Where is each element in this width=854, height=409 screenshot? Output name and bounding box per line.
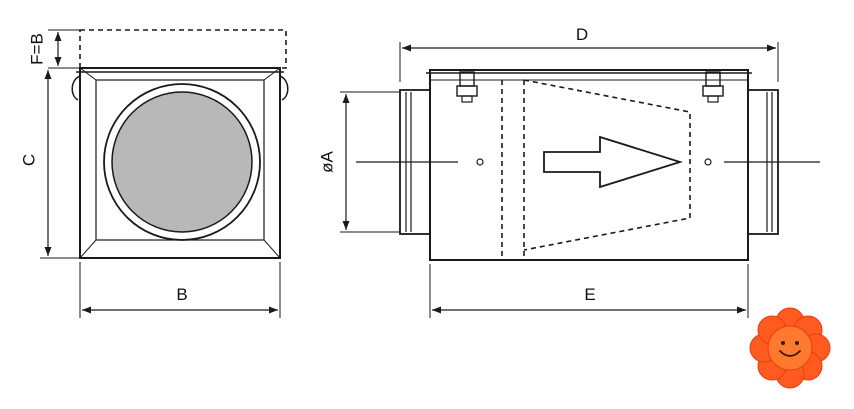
label-e: E — [584, 285, 595, 304]
label-d: D — [576, 25, 588, 44]
airflow-arrow-icon — [543, 135, 684, 189]
label-phi-a: øA — [317, 150, 336, 172]
front-body — [79, 67, 281, 259]
filter-disc — [111, 91, 253, 233]
clamp-right — [702, 71, 724, 103]
label-f-eq-b: F=B — [27, 33, 46, 65]
clamp-left — [456, 71, 478, 103]
smiling-flower-logo — [749, 307, 831, 389]
side-body — [429, 69, 749, 261]
front-view: F=B C B — [19, 29, 289, 318]
label-c: C — [19, 154, 38, 166]
side-view: D — [317, 25, 820, 318]
lid-outline-dashed — [79, 29, 287, 69]
filter-outer-ring — [103, 83, 261, 241]
label-b: B — [176, 285, 187, 304]
filter-bag-outline — [523, 79, 691, 251]
